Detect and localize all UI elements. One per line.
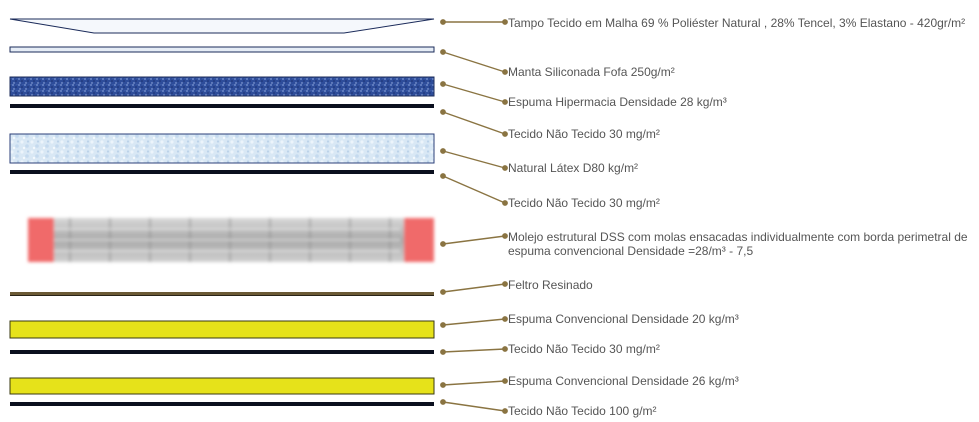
leader-lines — [440, 19, 508, 414]
leader-molejo — [440, 233, 508, 247]
label-feltro: Feltro Resinado — [508, 278, 593, 292]
leader-espuma-conv-20 — [440, 316, 508, 328]
layer-tecido-4-graphic — [10, 402, 434, 406]
label-latex: Natural Látex D80 kg/m² — [508, 161, 639, 175]
leader-tecido-4 — [440, 399, 508, 414]
label-espuma-conv-26: Espuma Convencional Densidade 26 kg/m³ — [508, 374, 739, 388]
label-espuma-hipermacia: Espuma Hipermacia Densidade 28 kg/m³ — [508, 95, 727, 109]
layer-tecido-1-graphic — [10, 104, 434, 108]
leader-latex — [440, 148, 508, 171]
layer-tecido-2-graphic — [10, 170, 434, 174]
leader-tampo — [440, 19, 508, 25]
label-manta: Manta Siliconada Fofa 250g/m² — [508, 65, 675, 79]
label-tecido-3: Tecido Não Tecido 30 mg/m² — [508, 342, 660, 356]
leader-espuma-hipermacia — [440, 81, 508, 105]
label-molejo: Molejo estrutural DSS com molas ensacada… — [508, 230, 968, 258]
label-tecido-2: Tecido Não Tecido 30 mg/m² — [508, 196, 660, 210]
layer-espuma-hipermacia-graphic — [9, 76, 435, 97]
label-tecido-1: Tecido Não Tecido 30 mg/m² — [508, 127, 660, 141]
layer-manta-graphic — [9, 46, 435, 53]
leader-feltro — [440, 281, 508, 295]
leader-manta — [440, 49, 508, 75]
layer-molejo-graphic — [28, 218, 434, 262]
layer-tecido-3-graphic — [10, 350, 434, 354]
label-tampo: Tampo Tecido em Malha 69 % Poliéster Nat… — [508, 16, 966, 30]
layer-latex-graphic — [9, 133, 435, 164]
label-espuma-conv-20: Espuma Convencional Densidade 20 kg/m³ — [508, 312, 739, 326]
layer-tampo-graphic — [9, 18, 435, 34]
layer-feltro-graphic — [10, 292, 434, 296]
leader-tecido-2 — [440, 173, 508, 206]
layer-espuma-conv-20-graphic — [9, 320, 435, 339]
leader-tecido-3 — [440, 346, 508, 355]
layer-espuma-conv-26-graphic — [9, 377, 435, 395]
leader-espuma-conv-26 — [440, 378, 508, 388]
label-tecido-4: Tecido Não Tecido 100 g/m² — [508, 404, 657, 418]
leader-tecido-1 — [440, 109, 508, 137]
